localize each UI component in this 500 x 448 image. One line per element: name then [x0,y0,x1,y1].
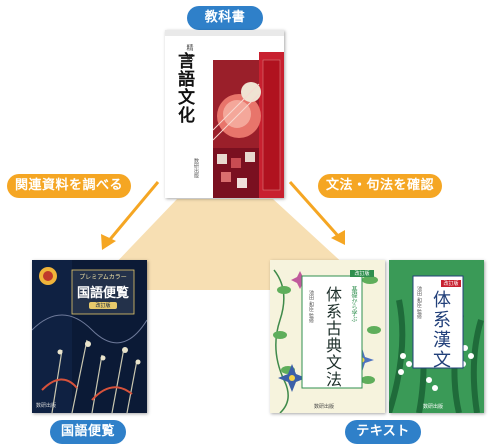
kobun-tagline: 基礎から学ぶ [349,286,358,322]
textbook-cover: 精 選 言語文化 数研出版 [165,30,284,198]
binran-cover: プレミアムカラー 国語便覧 改訂版 数研出版 [32,260,147,413]
textbook-publisher: 数研出版 [193,158,200,178]
kobun-title: 体系古典文法 [320,286,344,388]
kobun-cover: 改訂版 基礎から学ぶ 体系古典文法 池田 和臣 監修 数研出版 [270,260,385,413]
kanbun-badge: 改訂版 [441,280,461,287]
label-grammar: 文法・句法を確認 [318,174,442,198]
kanbun-cover: 改訂版 体系漢文 池田 和臣 監修 数研出版 [389,260,484,413]
kobun-authors: 池田 和臣 監修 [308,290,315,323]
kanbun-authors: 池田 和臣 監修 [416,286,423,319]
label-textbook: 教科書 [187,6,263,30]
label-binran: 国語便覧 [50,420,126,444]
binran-badge: 改訂版 [89,302,117,309]
kanbun-title: 体系漢文 [427,290,453,370]
kanbun-publisher: 数研出版 [423,403,443,410]
binran-publisher: 数研出版 [36,402,56,409]
textbook-title: 言語文化 [172,52,197,124]
kobun-badge: 改訂版 [350,270,374,277]
binran-series: プレミアムカラー [72,272,134,281]
binran-title: 国語便覧 [72,282,134,301]
label-text: テキスト [345,420,421,444]
label-research: 関連資料を調べる [7,174,131,198]
kobun-publisher: 数研出版 [314,403,334,410]
